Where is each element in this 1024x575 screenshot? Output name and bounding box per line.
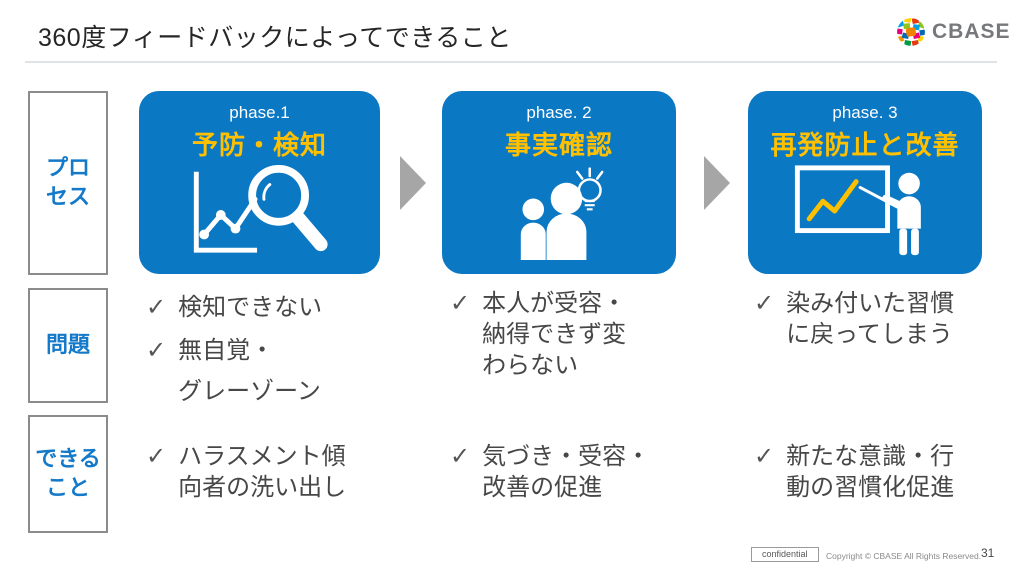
check-icon: ✓	[754, 443, 775, 470]
phase-3-label: phase. 3	[832, 103, 898, 122]
phase-1-card: phase.1 予防・検知	[139, 91, 380, 274]
row-label-process: プロ セス	[28, 91, 108, 275]
arrow-right-icon	[704, 156, 730, 210]
row-label-problem: 問題	[28, 288, 108, 403]
copyright-text: Copyright © CBASE All Rights Reserved.	[826, 551, 982, 561]
checklist-text: ハラスメント傾 向者の洗い出し	[178, 443, 347, 502]
cbase-globe-icon	[897, 18, 925, 46]
row-label-capabilities-text: できる こと	[35, 446, 101, 500]
checklist-item: ✓ ハラスメント傾 向者の洗い出し	[146, 441, 394, 503]
check-icon: ✓	[146, 337, 167, 365]
checklist-text: 無自覚・ グレーゾーン	[178, 337, 321, 405]
phase-1-heading: 予防・検知	[191, 130, 327, 160]
checklist-item: ✓ 新たな意識・行 動の習慣化促進	[754, 441, 1002, 503]
check-icon: ✓	[146, 443, 167, 470]
check-icon: ✓	[146, 294, 167, 321]
check-icon: ✓	[754, 290, 775, 317]
phase-1-label: phase.1	[229, 103, 290, 122]
check-icon: ✓	[450, 443, 471, 470]
checklist-item: ✓ 気づき・受容・ 改善の促進	[450, 441, 698, 503]
arrow-right-icon	[400, 156, 426, 210]
phase-2-capabilities-list: ✓ 気づき・受容・ 改善の促進	[450, 441, 698, 514]
whiteboard-presenter-icon	[794, 165, 921, 256]
row-label-process-text: プロ セス	[45, 155, 90, 209]
phase-3-heading: 再発防止と改善	[770, 130, 960, 160]
phase-3-capabilities-list: ✓ 新たな意識・行 動の習慣化促進	[754, 441, 1002, 514]
row-label-capabilities: できる こと	[28, 415, 108, 533]
phase-3-card: phase. 3 再発防止と改善	[748, 91, 982, 274]
phase-1-problems-list: ✓ 検知できない ✓ 無自覚・ グレーゾーン	[146, 288, 394, 415]
checklist-text: 本人が受容・ 納得できず変 わらない	[482, 290, 627, 380]
checklist-item: ✓ 本人が受容・ 納得できず変 わらない	[450, 288, 698, 382]
phase-2-card: phase. 2 事実確認	[442, 91, 676, 274]
title-divider	[25, 61, 997, 63]
page-number: 31	[981, 546, 995, 560]
phase-2-heading: 事実確認	[504, 130, 613, 160]
page-title: 360度フィードバックによってできること	[38, 24, 512, 52]
confidential-badge: confidential	[751, 547, 819, 562]
row-label-problem-text: 問題	[45, 332, 90, 358]
checklist-text: 検知できない	[178, 294, 323, 321]
phase-2-problems-list: ✓ 本人が受容・ 納得できず変 わらない	[450, 288, 698, 393]
cbase-logo: CBASE	[896, 17, 1011, 47]
checklist-text: 新たな意識・行 動の習慣化促進	[786, 443, 955, 502]
phase-2-label: phase. 2	[526, 103, 592, 122]
check-icon: ✓	[450, 290, 471, 317]
checklist-text: 気づき・受容・ 改善の促進	[482, 443, 651, 502]
checklist-item: ✓ 検知できない	[146, 288, 394, 328]
checklist-item: ✓ 無自覚・ グレーゾーン	[146, 331, 394, 412]
chart-magnifier-icon	[193, 164, 328, 253]
cbase-logo-text: CBASE	[932, 20, 1011, 43]
phase-1-capabilities-list: ✓ ハラスメント傾 向者の洗い出し	[146, 441, 394, 514]
checklist-item: ✓ 染み付いた習慣 に戻ってしまう	[754, 288, 1002, 350]
phase-3-problems-list: ✓ 染み付いた習慣 に戻ってしまう	[754, 288, 1002, 361]
people-lightbulb-icon	[520, 167, 604, 260]
checklist-text: 染み付いた習慣 に戻ってしまう	[786, 290, 955, 349]
